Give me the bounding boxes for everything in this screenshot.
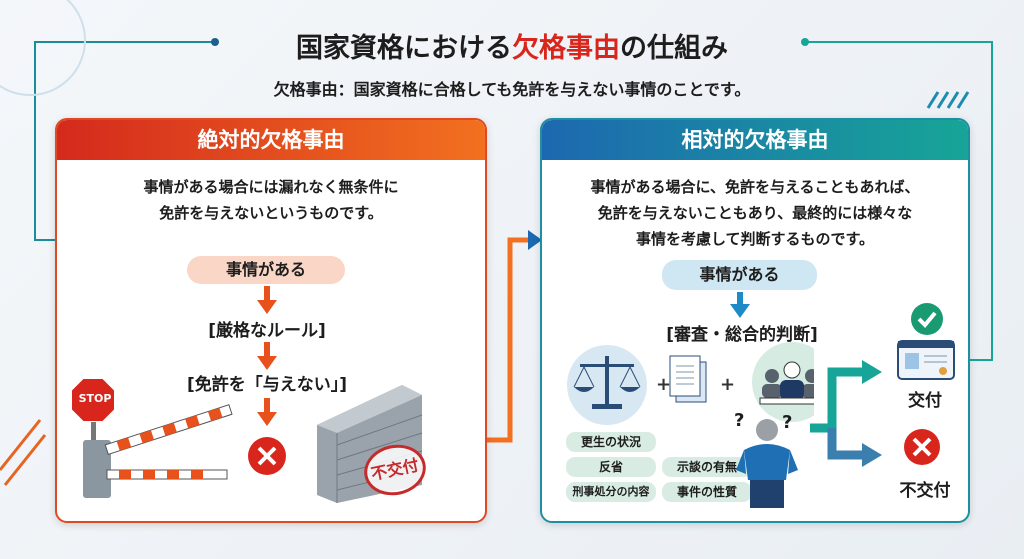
absolute-disqualification-card: 絶対的欠格事由 事情がある場合には漏れなく無条件に免許を与えないというものです。… <box>55 118 487 523</box>
factor-tag: 反省 <box>566 457 656 477</box>
question-mark-icon: ? <box>782 412 793 433</box>
relative-disqualification-card: 相対的欠格事由 事情がある場合に、免許を与えることもあれば、免許を与えないことも… <box>540 118 970 523</box>
arrow-down-icon <box>730 292 750 318</box>
deny-x-icon <box>248 437 286 475</box>
check-icon <box>911 303 943 335</box>
strict-rule-label: [厳格なルール] <box>208 321 326 341</box>
arrow-down-icon <box>257 286 277 314</box>
page-subtitle: 欠格事由：国家資格に合格しても免許を与えない事情のことです。 <box>273 80 751 99</box>
stop-barrier-icon <box>70 377 233 498</box>
factor-tag: 更生の状況 <box>566 432 656 452</box>
arrow-down-icon <box>257 342 277 370</box>
thinking-person-icon <box>736 419 798 508</box>
card-description: 事情がある場合には漏れなく無条件に免許を与えないというものです。 <box>143 178 399 222</box>
condition-pill: 事情がある <box>187 256 345 284</box>
document-icon <box>669 355 707 403</box>
page-title: 国家資格における欠格事由の仕組み <box>296 33 728 64</box>
review-judgment-label: [審査・総合的判断] <box>666 325 818 345</box>
factors-icons: + + <box>567 342 814 425</box>
arrow-down-icon <box>257 398 277 426</box>
card-header: 相対的欠格事由 <box>542 120 968 160</box>
factor-tag: 示談の有無 <box>662 457 752 477</box>
deny-x-icon <box>904 429 940 465</box>
plus-icon: + <box>720 374 735 395</box>
no-license-label: [免許を「与えない」] <box>186 375 348 395</box>
factor-tag: 事件の性質 <box>662 482 752 502</box>
question-mark-icon: ? <box>734 410 745 431</box>
plus-icon: + <box>656 374 671 395</box>
factor-tag: 刑事処分の内容 <box>566 482 656 502</box>
card-description: 事情がある場合に、免許を与えることもあれば、免許を与えないこともあり、最終的には… <box>590 178 920 248</box>
branch-arrows <box>810 360 882 467</box>
stop-sign-text: STOP <box>78 392 112 405</box>
card-header: 絶対的欠格事由 <box>57 120 485 160</box>
result-denied: 不交付 <box>899 481 951 501</box>
condition-pill: 事情がある <box>662 260 817 290</box>
result-granted: 交付 <box>908 391 942 411</box>
license-card-icon <box>897 340 955 380</box>
